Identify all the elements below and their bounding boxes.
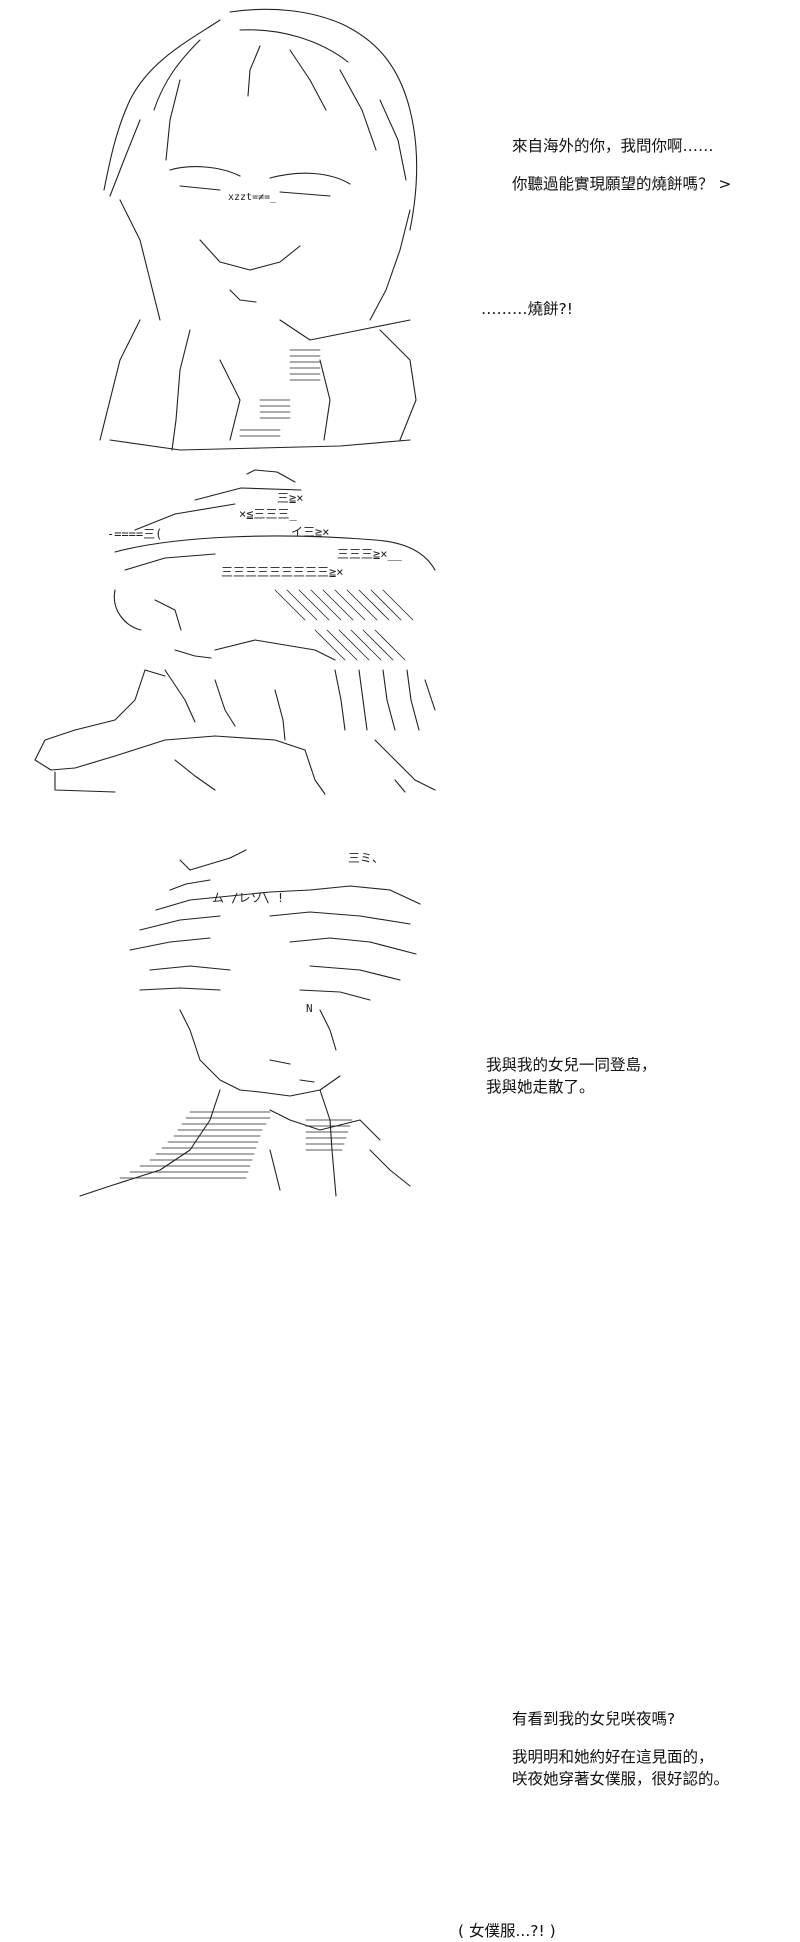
speech-line: 你聽過能實現願望的燒餅嗎？ > bbox=[512, 175, 732, 193]
speech-line: 來自海外的你，我問你啊…… bbox=[512, 137, 714, 155]
panel-daughter-lost: 三≧× ×≦三三三_ -====三( イ三≧× 三三三≧×__ 三三三三三三三三… bbox=[0, 460, 800, 1096]
speech-text: 來自海外的你，我問你啊…… 你聽過能實現願望的燒餅嗎？ > bbox=[512, 135, 731, 195]
art-glyph-hat-brim: -====三( bbox=[107, 527, 162, 541]
reply-text: ………燒餅?! bbox=[481, 300, 573, 318]
art-glyph-face: N bbox=[306, 1002, 313, 1015]
speech-text: 有看到我的女兒咲夜嗎? 我明明和她約好在這見面的， 咲夜她穿著女僕服，很好認的。 bbox=[512, 1708, 729, 1790]
ascii-art-hat-figure: 三≧× ×≦三三三_ -====三( イ三≧× 三三三≧×__ 三三三三三三三三… bbox=[34, 469, 436, 795]
art-glyph-hair-mid: ム /レソ\ ! bbox=[212, 891, 284, 905]
art-glyph-eye: xzzt=≠=_ bbox=[228, 192, 277, 203]
speech-line: 我與她走散了。 bbox=[486, 1078, 595, 1096]
speech-line: 有看到我的女兒咲夜嗎? bbox=[512, 1710, 676, 1728]
speech-line: 我明明和她約好在這見面的， bbox=[512, 1748, 714, 1766]
reply-text: ( 女僕服...?! ) bbox=[458, 1922, 556, 1940]
art-glyph-hat-wide: 三三三三三三三三三≧× bbox=[221, 565, 343, 579]
speech-line: 咲夜她穿著女僕服，很好認的。 bbox=[512, 1770, 730, 1788]
speech-text: 我與我的女兒一同登島， 我與她走散了。 bbox=[486, 1054, 657, 1098]
art-glyph-hat-band: ×≦三三三_ bbox=[239, 507, 297, 521]
speech-line: 我與我的女兒一同登島， bbox=[486, 1056, 657, 1074]
panel-maid-outfit: 三ミ、 ム /レソ\ ! N bbox=[0, 820, 800, 1940]
art-glyph-hat-top: 三≧× bbox=[277, 491, 303, 505]
art-glyph-hat-side: イ三≧× bbox=[291, 525, 329, 539]
ascii-art-hooded-figure: xzzt=≠=_ bbox=[99, 8, 418, 451]
ascii-art-messy-hair-figure: 三ミ、 ム /レソ\ ! N bbox=[79, 849, 421, 1197]
art-glyph-hair-right: 三ミ、 bbox=[348, 851, 384, 865]
art-glyph-hat-stripe: 三三三≧×__ bbox=[337, 547, 403, 561]
panel-wish-bread: xzzt=≠=_ 來自海外的你，我問你啊…… 你聽過能實現願望的燒餅嗎？ > …… bbox=[0, 0, 800, 460]
